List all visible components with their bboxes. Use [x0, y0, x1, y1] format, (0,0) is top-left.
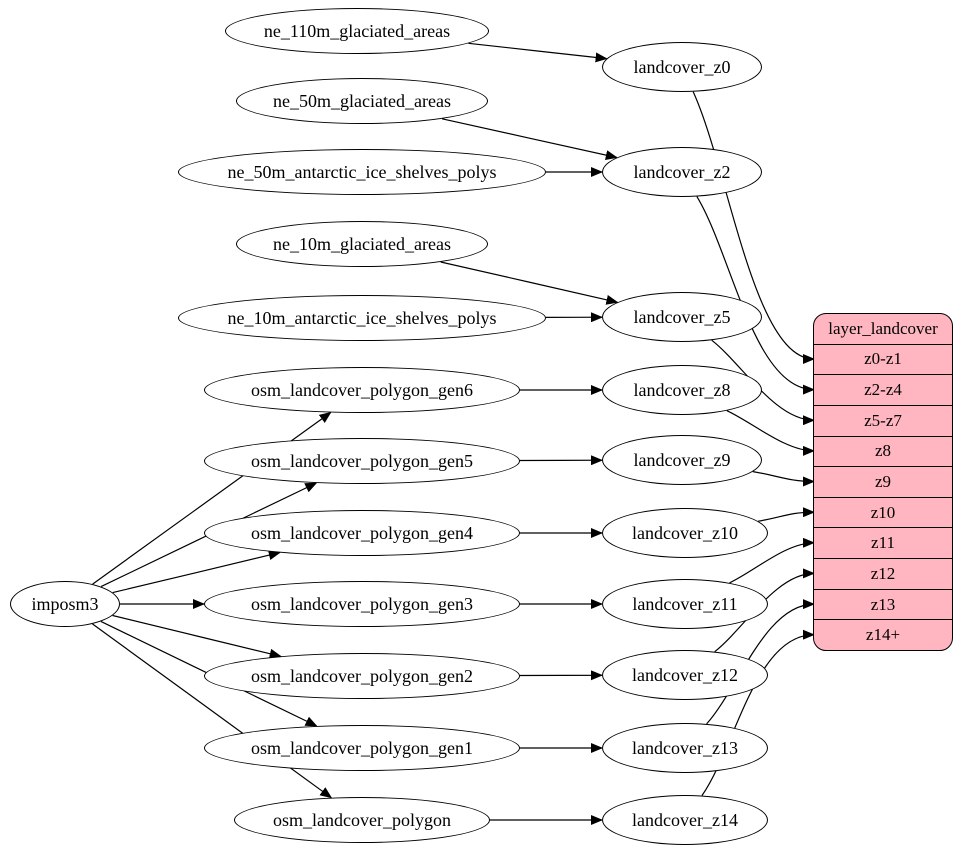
edge-ne_10m_glaciated_areas-to-landcover_z5 — [440, 261, 619, 305]
record-row-z12: z12 — [814, 558, 952, 589]
record-row-z5-z7: z5-z7 — [814, 404, 952, 436]
edge-imposm3-to-osm_landcover_polygon_gen4 — [112, 550, 281, 594]
record-row-z11: z11 — [814, 527, 952, 558]
node-label: osm_landcover_polygon — [273, 810, 451, 830]
node-landcover-z12: landcover_z12 — [602, 650, 768, 700]
edge-imposm3-to-osm_landcover_polygon — [92, 623, 333, 799]
node-label: ne_10m_antarctic_ice_shelves_polys — [227, 308, 497, 328]
node-label: landcover_z8 — [633, 380, 731, 400]
edge-ne_110m_glaciated_areas-to-landcover_z0 — [468, 42, 608, 63]
node-osm-landcover-polygon: osm_landcover_polygon — [234, 797, 490, 843]
node-label: ne_50m_glaciated_areas — [273, 91, 451, 111]
node-landcover-z9: landcover_z9 — [602, 435, 762, 485]
node-label: landcover_z12 — [632, 665, 738, 685]
edge-ne_50m_glaciated_areas-to-landcover_z2 — [441, 118, 618, 161]
record-row-z14plus: z14+ — [814, 619, 952, 650]
edge-imposm3-to-osm_landcover_polygon_gen2 — [112, 614, 282, 659]
record-row-z8: z8 — [814, 435, 952, 467]
node-ne-50m-antarctic-ice-shelves-polys: ne_50m_antarctic_ice_shelves_polys — [178, 149, 546, 195]
node-ne-50m-glaciated-areas: ne_50m_glaciated_areas — [236, 78, 488, 124]
node-landcover-z14: landcover_z14 — [602, 795, 768, 845]
node-label: landcover_z2 — [633, 162, 731, 182]
node-landcover-z8: landcover_z8 — [602, 365, 762, 415]
node-landcover-z5: landcover_z5 — [602, 292, 762, 342]
record-title: layer_landcover — [828, 318, 938, 338]
node-landcover-z13: landcover_z13 — [602, 723, 768, 773]
node-label: landcover_z11 — [632, 594, 738, 614]
node-imposm3: imposm3 — [10, 581, 120, 627]
node-landcover-z0: landcover_z0 — [602, 42, 762, 92]
node-label: osm_landcover_polygon_gen2 — [251, 666, 473, 686]
edge-landcover_z0-to-row:z0-z1 — [692, 91, 815, 364]
record-row-z10: z10 — [814, 496, 952, 528]
record-row-z0-z1: z0-z1 — [814, 343, 952, 375]
record-layer-landcover: layer_landcover z0-z1 z2-z4 z5-z7 z8 z9 … — [813, 313, 953, 651]
edge-landcover_z14-to-row:z14+ — [701, 629, 815, 796]
record-row-z9: z9 — [814, 466, 952, 497]
record-row-z13: z13 — [814, 588, 952, 620]
node-ne-10m-glaciated-areas: ne_10m_glaciated_areas — [236, 221, 488, 267]
node-label: osm_landcover_polygon_gen5 — [251, 451, 473, 471]
node-label: osm_landcover_polygon_gen6 — [251, 380, 473, 400]
node-label: osm_landcover_polygon_gen3 — [251, 594, 473, 614]
edge-landcover_z10-to-row:z10 — [758, 507, 815, 522]
node-label: ne_10m_glaciated_areas — [273, 234, 451, 254]
node-label: landcover_z0 — [633, 57, 731, 77]
node-label: osm_landcover_polygon_gen1 — [251, 738, 473, 758]
node-label: landcover_z14 — [632, 810, 738, 830]
node-label: ne_50m_antarctic_ice_shelves_polys — [227, 162, 497, 182]
edge-landcover_z2-to-row:z2-z4 — [696, 196, 815, 395]
node-label: landcover_z9 — [633, 450, 731, 470]
node-osm-landcover-polygon-gen3: osm_landcover_polygon_gen3 — [204, 581, 520, 627]
node-landcover-z11: landcover_z11 — [602, 579, 768, 629]
node-osm-landcover-polygon-gen2: osm_landcover_polygon_gen2 — [204, 653, 520, 699]
edge-landcover_z8-to-row:z8 — [726, 410, 815, 456]
edge-landcover_z13-to-row:z13 — [706, 599, 815, 725]
node-osm-landcover-polygon-gen6: osm_landcover_polygon_gen6 — [204, 367, 520, 413]
node-landcover-z10: landcover_z10 — [602, 508, 768, 558]
node-label: landcover_z13 — [632, 738, 738, 758]
node-label: ne_110m_glaciated_areas — [263, 21, 451, 41]
node-osm-landcover-polygon-gen1: osm_landcover_polygon_gen1 — [204, 725, 520, 771]
node-ne-10m-antarctic-ice-shelves-polys: ne_10m_antarctic_ice_shelves_polys — [178, 295, 546, 341]
record-row-z2-z4: z2-z4 — [814, 374, 952, 405]
node-label: osm_landcover_polygon_gen4 — [251, 523, 473, 543]
node-osm-landcover-polygon-gen5: osm_landcover_polygon_gen5 — [204, 438, 520, 484]
edge-landcover_z11-to-row:z11 — [729, 537, 815, 584]
edge-imposm3-to-osm_landcover_polygon_gen6 — [92, 411, 332, 585]
edge-landcover_z9-to-row:z9 — [752, 471, 815, 487]
node-label: landcover_z5 — [633, 307, 731, 327]
node-ne-110m-glaciated-areas: ne_110m_glaciated_areas — [225, 8, 489, 54]
node-osm-landcover-polygon-gen4: osm_landcover_polygon_gen4 — [204, 510, 520, 556]
node-label: imposm3 — [31, 594, 99, 614]
node-landcover-z2: landcover_z2 — [602, 147, 762, 197]
node-label: landcover_z10 — [632, 523, 738, 543]
